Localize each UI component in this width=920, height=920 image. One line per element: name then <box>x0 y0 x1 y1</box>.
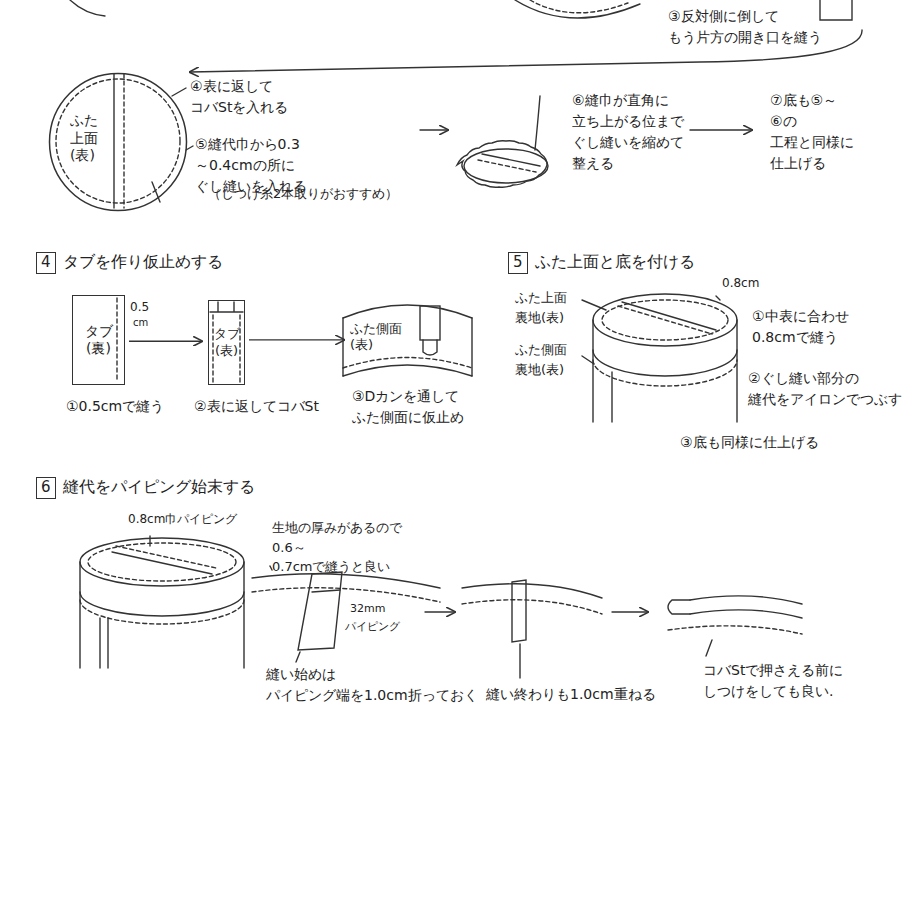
note-label: ①0.5cmで縫う <box>66 396 164 417</box>
lid-circle: ふた 上面 (表) <box>48 72 188 212</box>
note-label: 32mm <box>350 602 385 616</box>
band-label: ふた側面 (表) <box>350 321 402 354</box>
section-number: 5 <box>508 252 528 274</box>
piping-finish <box>668 596 802 656</box>
note-label: ⑥縫巾が直角に 立ち上がる位まで ぐし縫いを縮めて 整える <box>572 90 684 174</box>
section-title: 縫代をパイピング始末する <box>63 477 255 498</box>
step-arrow <box>249 339 344 340</box>
gathered-lid <box>457 96 548 187</box>
node-text: タブ (裏) <box>85 323 113 358</box>
circle-outline <box>48 72 188 212</box>
section-heading: 4 タブを作り仮止めする <box>36 252 223 274</box>
note-label: 0.5 <box>130 300 149 316</box>
note-label: （しつけ糸2本取りがおすすめ） <box>208 184 398 204</box>
note-label: ②表に返してコバSt <box>194 396 319 417</box>
circle-shape <box>50 74 187 211</box>
note-label: ③Dカンを通して ふた側面に仮止め <box>352 386 464 428</box>
step-arrow <box>425 611 455 612</box>
note-label: 縫い始めは パイピング端を1.0cm折っておく <box>266 664 478 706</box>
note-label: コバStで押さえる前に しつけをしても良い. <box>703 660 843 702</box>
lid-top-detail <box>56 74 193 208</box>
note-label: cm <box>133 316 148 329</box>
note-label: ④表に返して コバStを入れる <box>190 76 288 118</box>
note-label: 0.8cm巾パイピング <box>128 512 237 528</box>
note-label: ⑦底も⑤～⑥の 工程と同様に 仕上げる <box>770 90 854 174</box>
note-label: ①中表に合わせ 0.8cmで縫う <box>752 306 849 348</box>
note-label: ②ぐし縫い部分の 縫代をアイロンでつぶす <box>748 368 902 410</box>
section-heading: 5 ふた上面と底を付ける <box>508 252 695 274</box>
piped-cylinder <box>80 536 244 668</box>
note-label: 0.8cm <box>722 276 759 292</box>
section-number: 4 <box>36 252 56 274</box>
lid-side-band <box>343 305 472 376</box>
step-arrow <box>612 611 648 612</box>
piping-start <box>252 566 440 662</box>
step-arrow <box>690 129 752 130</box>
tab-fold <box>210 302 243 312</box>
stitch-line <box>116 298 117 382</box>
section-title: ふた上面と底を付ける <box>535 252 695 273</box>
section-title: タブを作り仮止めする <box>63 252 223 273</box>
note-label: ふた上面 裏地(表) <box>515 288 567 327</box>
step-arrow <box>129 341 202 342</box>
step-arrow <box>420 129 448 130</box>
note-label: パイピング <box>345 620 400 634</box>
node-text: タブ (表) <box>214 326 240 359</box>
piping-end <box>462 580 602 678</box>
tab-piece: タブ (表) <box>208 300 245 385</box>
lid-cylinder <box>582 294 737 422</box>
section-heading: 6 縫代をパイピング始末する <box>36 477 255 499</box>
note-label: 生地の厚みがあるので 0.6～0.7cmで縫うと良い <box>272 518 402 577</box>
tab-piece: タブ (裏) <box>72 295 125 385</box>
node-text: ふた側面 (表) <box>350 321 402 354</box>
section-number: 6 <box>36 477 56 499</box>
note-label: 縫い終わりも1.0cm重ねる <box>486 684 656 705</box>
note-label: ③反対側に倒して もう片方の開き口を縫う <box>668 6 822 48</box>
note-label: ③底も同様に仕上げる <box>680 432 819 453</box>
note-label: ふた側面 裏地(表) <box>515 340 567 379</box>
stitch-line <box>213 315 240 382</box>
node-text: ふた 上面 (表) <box>70 112 98 165</box>
